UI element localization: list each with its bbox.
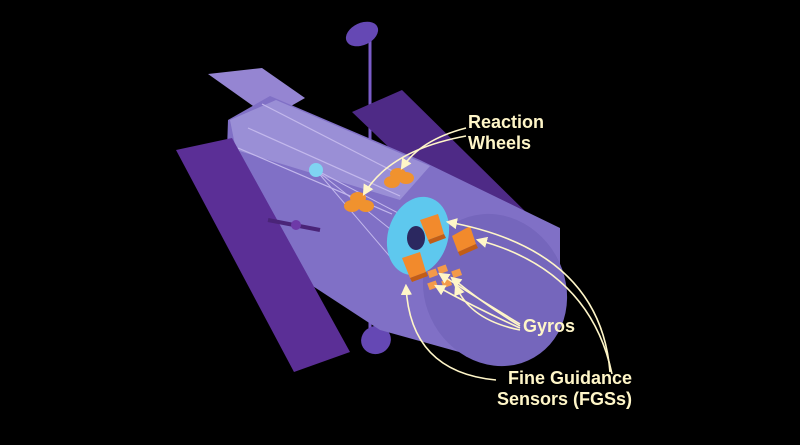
gyros-label: Gyros <box>523 316 576 336</box>
reaction-wheel-upper <box>384 168 414 188</box>
reaction-wheel-lower <box>344 192 374 212</box>
top-high-gain-antenna <box>345 21 379 47</box>
fgs-label-line1: Fine Guidance <box>508 368 633 388</box>
fgs-mount-center <box>407 226 425 250</box>
reaction-wheels-label-line2: Wheels <box>468 133 532 153</box>
secondary-mirror <box>309 163 323 177</box>
fgs-lower <box>402 252 428 282</box>
reaction-wheels-label: Reaction Wheels <box>468 112 544 154</box>
fgs-label-line2: Sensors (FGSs) <box>497 389 633 409</box>
fgs-right <box>452 226 478 256</box>
reaction-wheels-label-line1: Reaction <box>468 112 545 132</box>
fine-guidance-sensors-label: Fine Guidance Sensors (FGSs) <box>497 368 632 410</box>
bottom-high-gain-antenna <box>361 325 391 355</box>
solar-panel-front <box>176 138 350 372</box>
solar-panel-hinge <box>291 220 301 230</box>
gyros <box>427 264 463 291</box>
callout-lines <box>362 127 613 381</box>
fgs-upper <box>420 214 446 244</box>
